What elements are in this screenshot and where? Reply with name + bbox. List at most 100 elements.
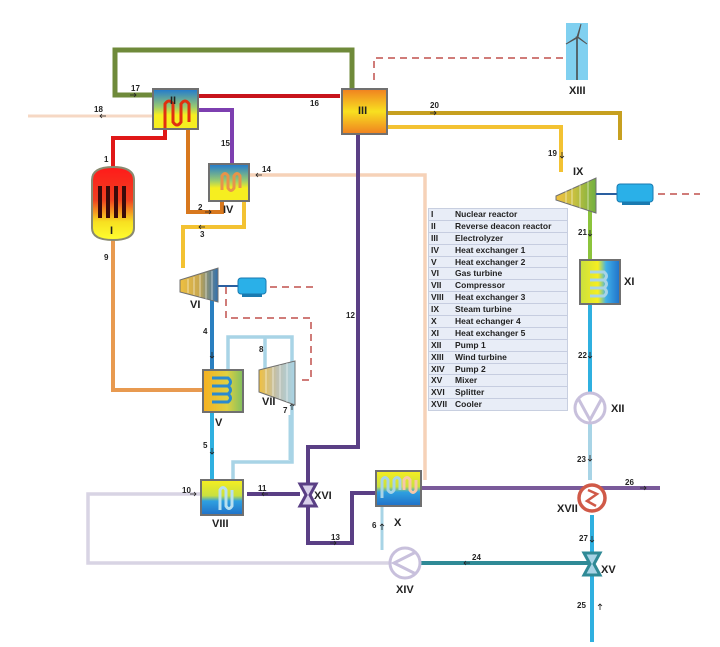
legend-name: Heat exchanger 3 [455, 292, 526, 303]
legend-name: Heat exchanger 5 [455, 327, 526, 338]
stream-label-1: 1 [104, 155, 109, 164]
heat-exchanger-3[interactable] [200, 479, 244, 516]
legend-code: I [431, 209, 434, 219]
stream-label-7: 7 [283, 406, 288, 415]
legend-name: Pump 2 [455, 363, 486, 374]
stream-label-14: 14 [262, 165, 271, 174]
legend-code: VI [431, 268, 440, 279]
reverse-deacon-reactor[interactable] [152, 88, 199, 130]
nuclear-reactor[interactable] [91, 165, 135, 242]
heat-exchanger-4[interactable] [375, 470, 422, 507]
heat-exchanger-1[interactable] [208, 163, 250, 202]
legend-row: XV Mixer [429, 375, 567, 388]
legend-name: Reverse deacon reactor [455, 220, 552, 231]
legend-row: XII Pump 1 [429, 340, 567, 352]
stream-17-pipe [112, 47, 355, 98]
splitter[interactable] [297, 482, 319, 508]
label-XVII: XVII [557, 503, 578, 515]
stream-label-16: 16 [310, 99, 319, 108]
legend-code: III [431, 232, 439, 243]
electrolyzer[interactable] [341, 88, 388, 135]
stream-14-pipe [246, 173, 427, 480]
legend-row: III Electrolyzer [429, 233, 567, 245]
stream-label-6: 6 [372, 521, 377, 530]
legend-name: Compressor [455, 280, 506, 291]
label-XIV: XIV [396, 584, 414, 596]
stream-label-24: 24 [472, 553, 481, 562]
stream-label-10: 10 [182, 486, 191, 495]
flow-arrows [99, 92, 647, 610]
stream-13-pipe [306, 491, 378, 545]
cooler[interactable] [577, 483, 607, 513]
power-lines [225, 57, 700, 381]
legend-row: VIII Heat exchanger 3 [429, 292, 567, 305]
stream-label-25: 25 [577, 601, 586, 610]
stream-12-pipe [306, 135, 360, 490]
legend-code: XVII [431, 399, 448, 410]
stream-label-12: 12 [346, 311, 355, 320]
stream-label-2: 2 [198, 203, 203, 212]
power-line-wind [373, 57, 566, 80]
wind-turbine[interactable] [565, 23, 588, 80]
legend-code: IX [431, 304, 440, 315]
stream-label-15: 15 [221, 139, 230, 148]
legend-code: XII [431, 339, 442, 350]
label-XV: XV [601, 564, 616, 576]
label-XII: XII [611, 403, 624, 415]
legend-row: II Reverse deacon reactor [429, 221, 567, 233]
legend-code: V [431, 256, 437, 267]
pump-1[interactable] [573, 391, 607, 425]
label-III: III [358, 105, 367, 117]
stream-label-8: 8 [259, 345, 264, 354]
heat-exchanger-2[interactable] [202, 369, 244, 413]
legend-code: X [431, 316, 437, 327]
legend-name: Splitter [455, 387, 485, 398]
steam-turbine[interactable] [555, 177, 618, 214]
power-line-vii [225, 287, 312, 381]
legend-code: VII [431, 280, 442, 291]
stream-label-19: 19 [548, 149, 557, 158]
stream-label-26: 26 [625, 478, 634, 487]
gas-turbine[interactable] [179, 267, 238, 303]
legend-name: Nuclear reactor [455, 209, 518, 219]
mixer[interactable] [581, 551, 603, 577]
stream-label-20: 20 [430, 101, 439, 110]
stream-label-23: 23 [577, 455, 586, 464]
heat-exchanger-5[interactable] [579, 259, 621, 305]
legend-name: Gas turbine [455, 268, 503, 279]
legend-row: VII Compressor [429, 280, 567, 293]
label-VIII: VIII [212, 518, 229, 530]
legend-row: I Nuclear reactor [429, 209, 567, 221]
compressor[interactable] [258, 360, 296, 406]
legend-name: Mixer [455, 375, 478, 386]
label-XI: XI [624, 276, 634, 288]
legend-code: XIII [431, 351, 444, 362]
legend-name: Heat exchanger 2 [455, 256, 526, 267]
stream-10-pipe [86, 492, 390, 565]
stream-label-11: 11 [258, 484, 267, 493]
label-VI: VI [190, 299, 200, 311]
legend-code: II [431, 220, 436, 231]
legend-name: Electrolyzer [455, 232, 504, 243]
legend-code: VIII [431, 292, 444, 303]
legend-name: Pump 1 [455, 339, 486, 350]
label-IX: IX [573, 166, 584, 178]
pump-2[interactable] [388, 546, 422, 580]
stream-15-pipe [198, 108, 234, 168]
stream-label-17: 17 [131, 84, 140, 93]
label-IV: IV [223, 204, 234, 216]
generator-vi [237, 277, 267, 297]
stream-label-9: 9 [104, 253, 109, 262]
stream-9-pipe [111, 238, 202, 392]
legend-code: XV [431, 375, 443, 386]
label-V: V [215, 417, 223, 429]
stream-3-pipe [181, 178, 246, 268]
label-II: II [170, 95, 176, 107]
